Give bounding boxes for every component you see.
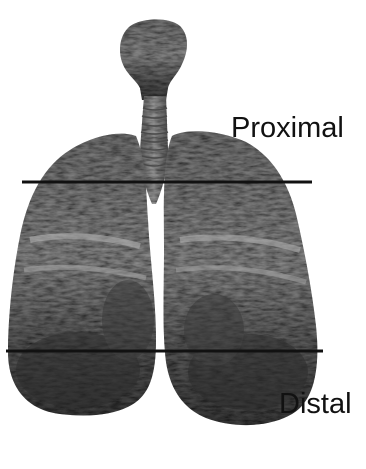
larynx-shape: [120, 19, 187, 100]
distal-label: Distal: [279, 390, 352, 419]
proximal-label: Proximal: [231, 114, 344, 143]
